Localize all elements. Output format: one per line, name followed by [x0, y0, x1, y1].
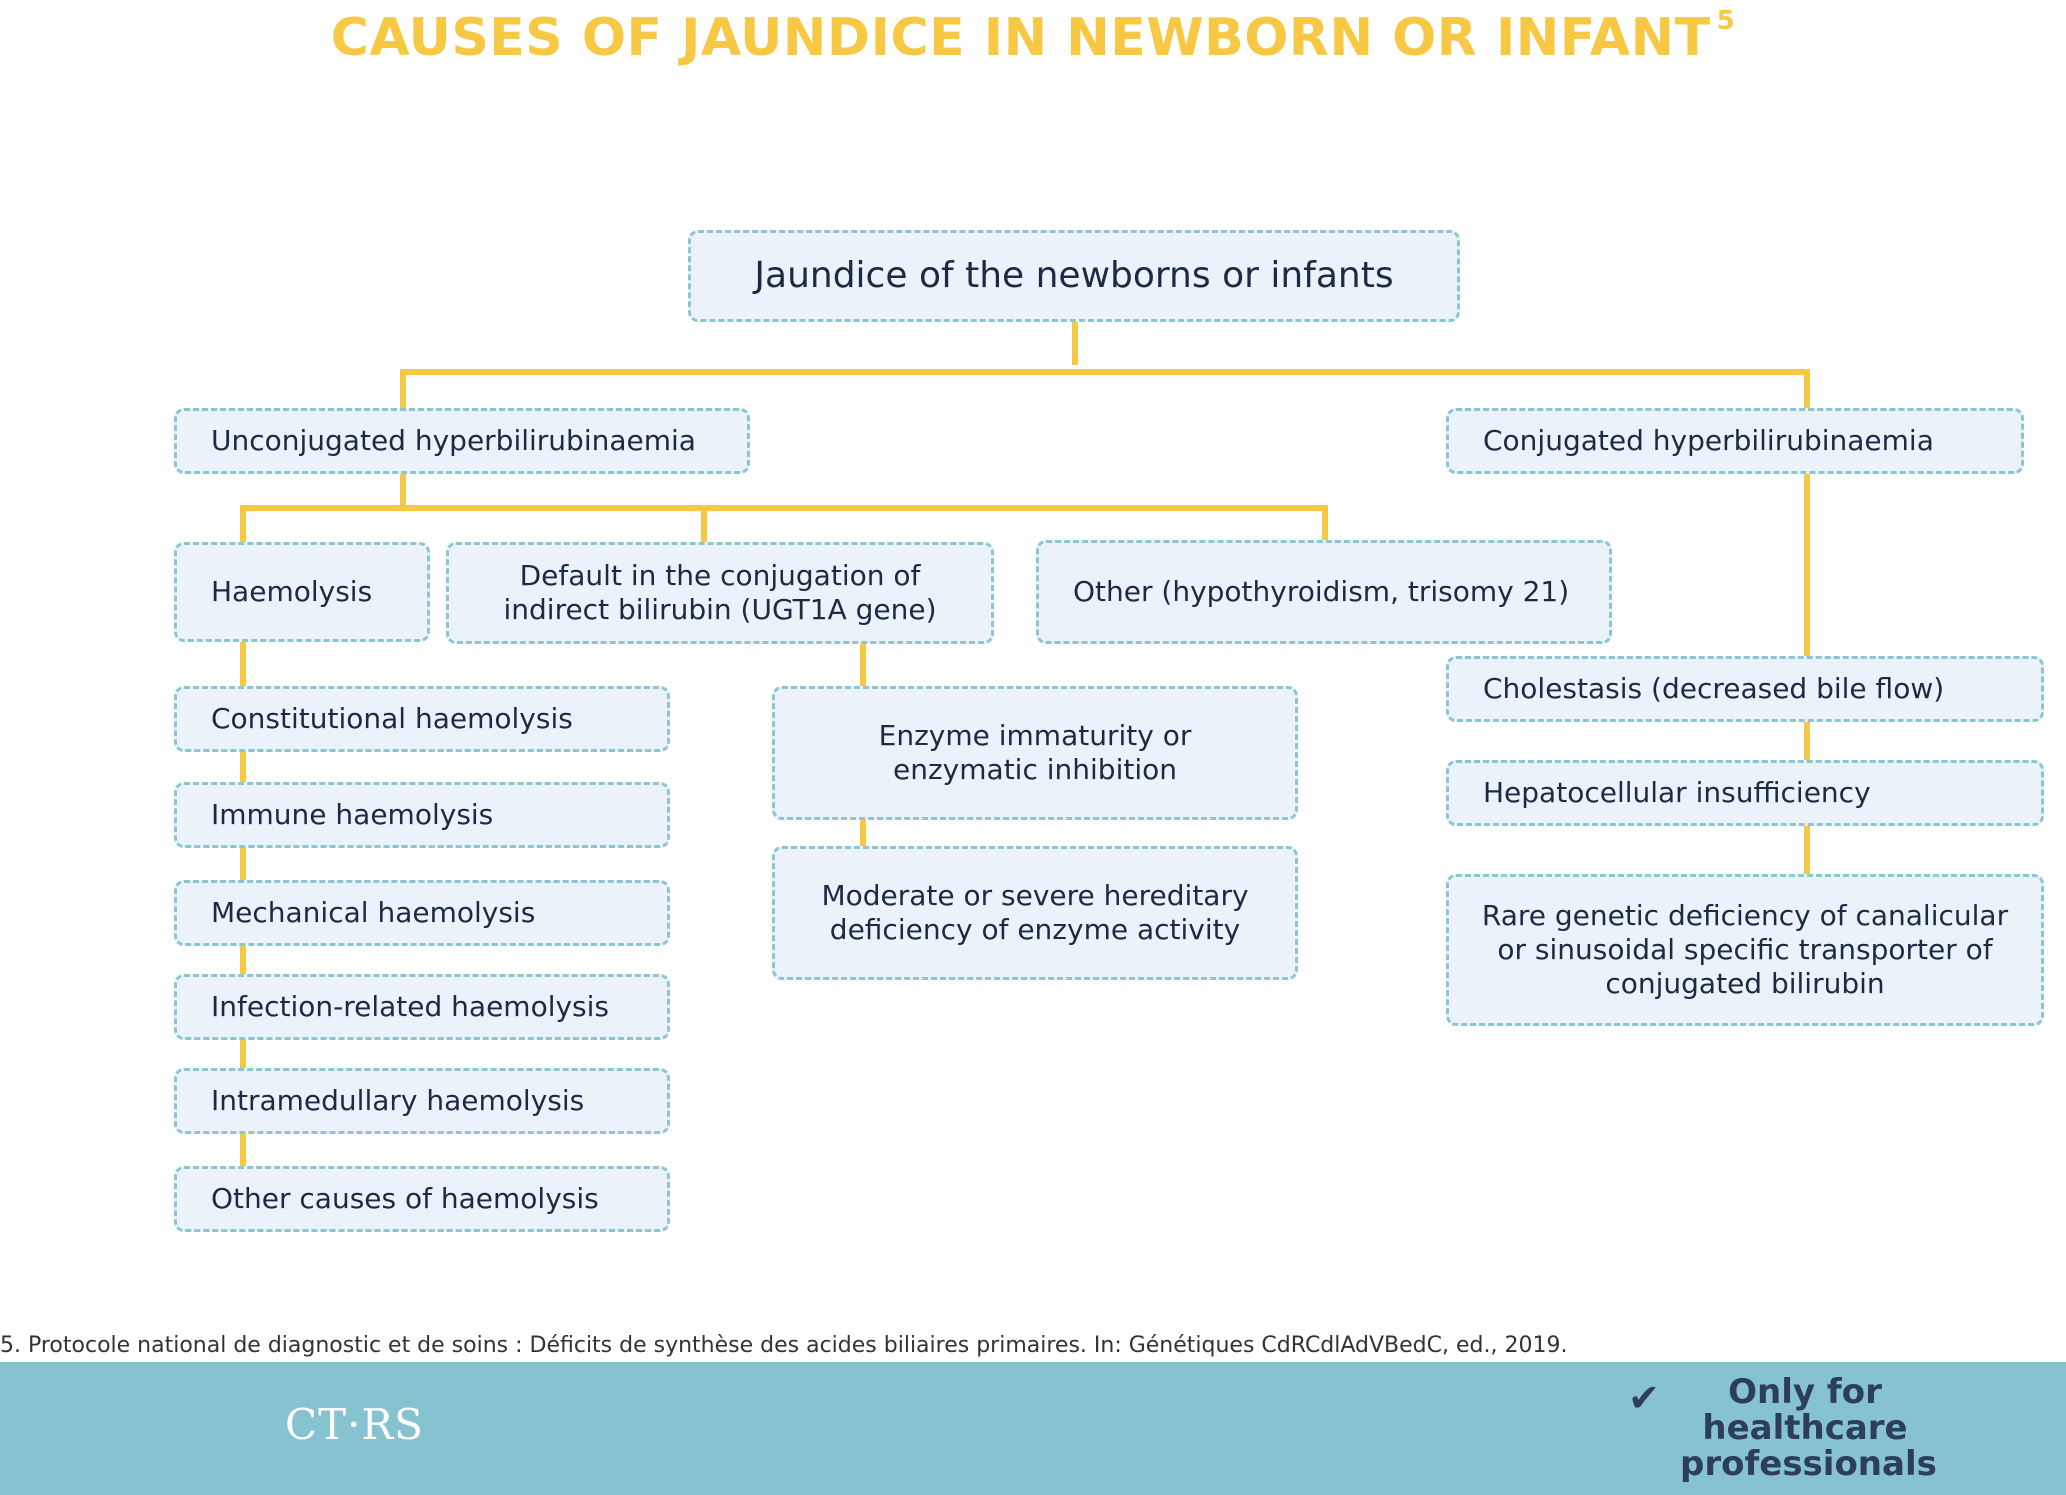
node-haemolysis-type: Constitutional haemolysis	[174, 686, 670, 752]
footnote: 5. Protocole national de diagnostic et d…	[0, 1333, 1568, 1358]
footer-bar: CT·RS ✔ Only for healthcare professional…	[0, 1362, 2066, 1495]
node-enzyme-immaturity: Enzyme immaturity or enzymatic inhibitio…	[772, 686, 1298, 820]
connector	[860, 818, 866, 846]
connector	[1322, 508, 1328, 542]
node-haemolysis-type: Immune haemolysis	[174, 782, 670, 848]
connector	[400, 372, 406, 412]
node-haemolysis-type: Infection-related haemolysis	[174, 974, 670, 1040]
node-haemolysis: Haemolysis	[174, 542, 430, 642]
node-default-conjugation: Default in the conjugation of indirect b…	[446, 542, 994, 644]
node-unconjugated: Unconjugated hyperbilirubinaemia	[174, 408, 750, 474]
node-haemolysis-type: Other causes of haemolysis	[174, 1166, 670, 1232]
node-cholestasis: Cholestasis (decreased bile flow)	[1446, 656, 2044, 722]
node-hereditary-deficiency: Moderate or severe hereditary deficiency…	[772, 846, 1298, 980]
connector	[701, 508, 707, 542]
connector	[400, 472, 406, 506]
node-conjugated: Conjugated hyperbilirubinaemia	[1446, 408, 2024, 474]
node-rare-genetic: Rare genetic deficiency of canalicular o…	[1446, 874, 2044, 1026]
connector	[860, 642, 866, 686]
node-haemolysis-type: Mechanical haemolysis	[174, 880, 670, 946]
node-other-unconjugated: Other (hypothyroidism, trisomy 21)	[1036, 540, 1612, 644]
node-hepatocellular: Hepatocellular insufficiency	[1446, 760, 2044, 826]
connector	[1804, 372, 1810, 412]
connector	[400, 369, 1810, 375]
checkmark-icon: ✔	[1628, 1376, 1660, 1420]
node-root: Jaundice of the newborns or infants	[688, 230, 1460, 322]
connector	[240, 505, 1328, 511]
connector	[1072, 320, 1078, 365]
ctrs-logo: CT·RS	[285, 1400, 424, 1449]
title-footnote-ref: 5	[1716, 6, 1736, 36]
connector	[240, 508, 246, 542]
node-haemolysis-type: Intramedullary haemolysis	[174, 1068, 670, 1134]
healthcare-professionals-notice: Only for healthcare professionals	[1680, 1372, 1937, 1484]
